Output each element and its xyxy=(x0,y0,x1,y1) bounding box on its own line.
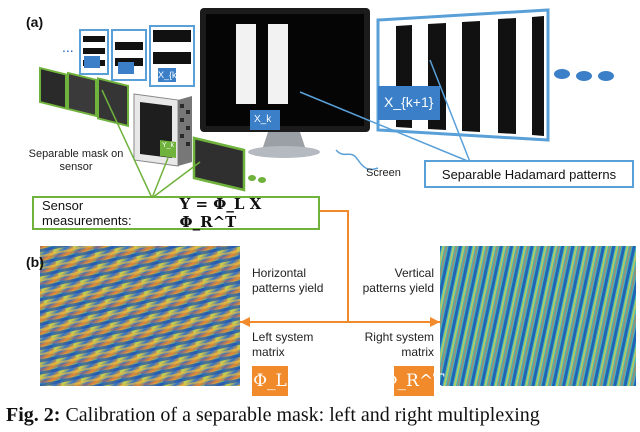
connector-lines-orange xyxy=(240,210,440,327)
pattern-label-xprev: X_{k-1} xyxy=(158,70,188,80)
vertical-yield-label: Vertical patterns yield xyxy=(362,266,434,295)
sensor-equation: Y = Φ_L X Φ_R^T xyxy=(179,195,262,231)
ellipsis-right-icon xyxy=(554,69,614,81)
pointer-lines-green xyxy=(101,89,201,199)
pattern-stack-small: ... xyxy=(62,25,195,87)
pointer-lines-blue xyxy=(299,59,471,171)
panel-label-a: (a) xyxy=(26,14,44,30)
right-system-heatmap xyxy=(440,246,636,386)
phi-left-badge: Φ_L xyxy=(252,366,288,396)
horizontal-yield-label: Horizontal patterns yield xyxy=(252,266,324,295)
mask-annotation: Separable mask on sensor xyxy=(28,148,124,173)
sensor-image-card xyxy=(192,136,266,192)
right-matrix-label: Right system matrix xyxy=(364,330,434,359)
phi-right-text: Φ_R^T xyxy=(383,371,445,391)
panel-label-b: (b) xyxy=(26,254,44,270)
mask-sensor xyxy=(133,93,192,167)
caption-rest: Calibration of a separable mask: left an… xyxy=(65,404,540,426)
pattern-label-xk: X_k xyxy=(254,114,272,125)
phi-right-badge: Φ_R^T xyxy=(384,366,444,396)
left-system-heatmap xyxy=(40,246,240,386)
monitor xyxy=(200,8,370,158)
left-matrix-label: Left system matrix xyxy=(252,330,314,359)
pattern-label-xnext: X_{k+1} xyxy=(384,94,434,110)
screen-annotation: Screen xyxy=(366,167,401,179)
caption-lead: Fig. 2: xyxy=(6,404,61,426)
phi-left-text: Φ_L xyxy=(253,371,287,391)
sensor-label-yk: Y_k xyxy=(162,142,175,149)
sensor-image-stack xyxy=(39,66,129,128)
sensor-measurements-label: Sensor measurements: xyxy=(42,198,132,228)
hadamard-card-large xyxy=(376,8,550,142)
sensor-measurements-box: Sensor measurements: Y = Φ_L X Φ_R^T xyxy=(32,195,320,231)
figure-caption: Fig. 2: Calibration of a separable mask:… xyxy=(6,404,636,427)
hadamard-patterns-box: Separable Hadamard patterns xyxy=(424,160,634,188)
hadamard-patterns-label: Separable Hadamard patterns xyxy=(441,166,617,182)
ellipsis-left-icon: ... xyxy=(62,39,74,55)
